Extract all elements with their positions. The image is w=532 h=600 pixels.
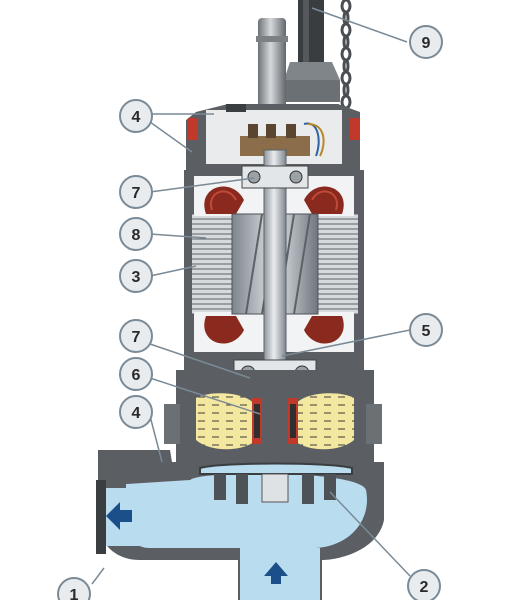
callout-9: 9 [409, 25, 443, 59]
svg-text:2: 2 [420, 579, 429, 596]
svg-text:8: 8 [132, 227, 141, 244]
mechanical-seals [252, 398, 298, 444]
lifting-handle [256, 18, 288, 108]
stator-lamination-left [192, 214, 232, 314]
callout-4-lower: 4 [119, 395, 153, 429]
svg-text:1: 1 [70, 587, 79, 600]
callout-3: 3 [119, 259, 153, 293]
svg-text:4: 4 [132, 109, 141, 126]
upper-bearing [241, 165, 309, 189]
stator-lamination-right [318, 214, 358, 314]
callout-7-upper: 7 [119, 175, 153, 209]
callout-2: 2 [407, 569, 441, 600]
svg-text:7: 7 [132, 185, 141, 202]
callout-7-lower: 7 [119, 319, 153, 353]
callout-8: 8 [119, 217, 153, 251]
leader-lines [91, 7, 411, 585]
impeller [199, 462, 353, 504]
callout-4-upper: 4 [119, 99, 153, 133]
callout-1: 1 [57, 577, 91, 600]
callout-5: 5 [409, 313, 443, 347]
svg-text:5: 5 [422, 323, 431, 340]
svg-text:7: 7 [132, 329, 141, 346]
lifting-chain [340, 0, 352, 110]
svg-text:6: 6 [132, 367, 141, 384]
callout-6: 6 [119, 357, 153, 391]
svg-text:9: 9 [422, 35, 431, 52]
terminal-block [240, 122, 325, 157]
arrow-up-icon [264, 562, 288, 584]
arrow-left-icon [106, 502, 132, 530]
svg-text:4: 4 [132, 405, 141, 422]
svg-text:3: 3 [132, 269, 141, 286]
